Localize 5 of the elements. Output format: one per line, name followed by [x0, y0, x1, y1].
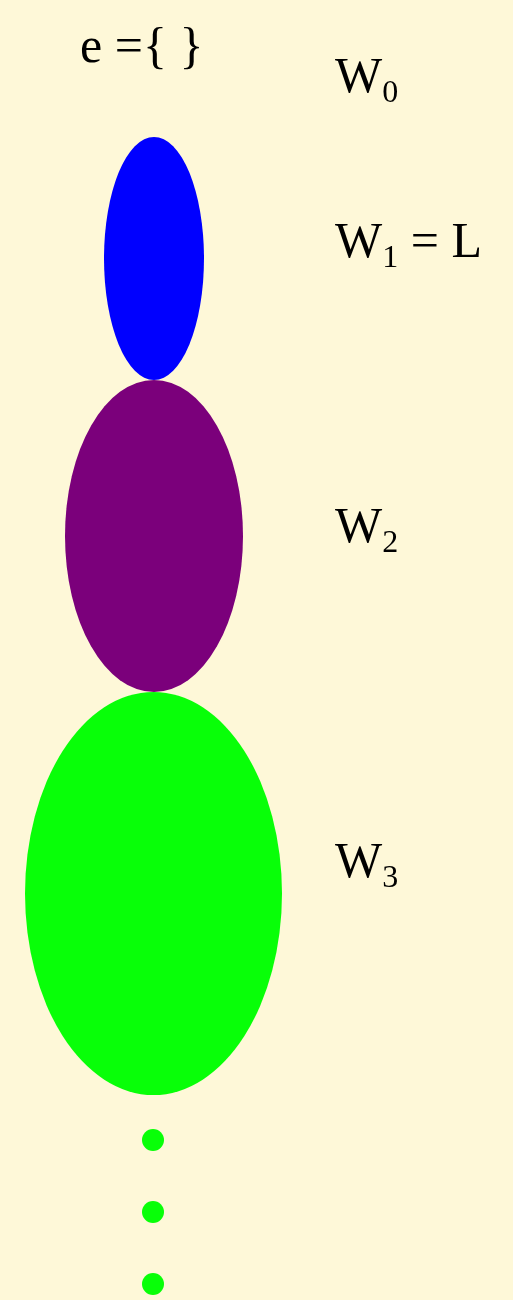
set-label: W$_{1}$ = L [335, 215, 482, 265]
math-label: e ={ } [80, 20, 204, 70]
set-label: W$_{3}$ [335, 835, 399, 885]
set-label: W$_{2}$ [335, 500, 399, 550]
math-label: W$_{0}$ [335, 50, 399, 100]
